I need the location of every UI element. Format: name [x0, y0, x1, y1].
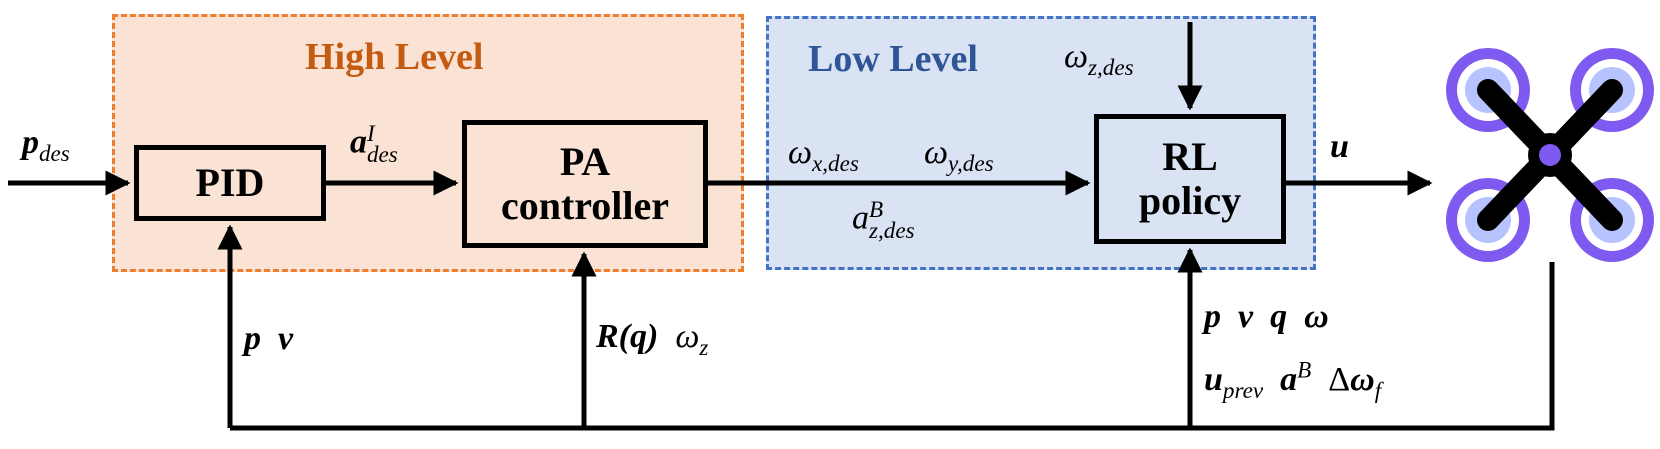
pa-controller-block: PA controller: [462, 120, 708, 248]
label-u: u: [1330, 128, 1349, 165]
rl-label-line2: policy: [1138, 178, 1242, 223]
low-level-title: Low Level: [808, 38, 978, 80]
label-omega-z-des: ωz,des: [1064, 38, 1134, 81]
pa-label-line1: PA: [559, 139, 611, 184]
label-omega-y-des: ωy,des: [924, 134, 994, 177]
rl-label-line1: RL: [1162, 134, 1218, 179]
rl-policy-block: RL policy: [1094, 114, 1286, 244]
label-feedback-pa: R(q) ωz: [596, 318, 709, 361]
high-level-title: High Level: [305, 36, 484, 78]
label-feedback-rl-2: uprev aB Δωf: [1204, 358, 1382, 405]
label-omega-x-des: ωx,des: [788, 134, 859, 177]
pa-label-line2: controller: [500, 183, 670, 228]
label-feedback-rl-1: p v q ω: [1204, 298, 1329, 335]
pid-label: PID: [195, 160, 265, 205]
drone-center-dot: [1539, 144, 1561, 166]
label-feedback-pid: p v: [244, 320, 294, 357]
feedback-bus: [230, 262, 1555, 431]
pid-block: PID: [134, 145, 326, 221]
label-p-des: pdes: [22, 124, 70, 167]
